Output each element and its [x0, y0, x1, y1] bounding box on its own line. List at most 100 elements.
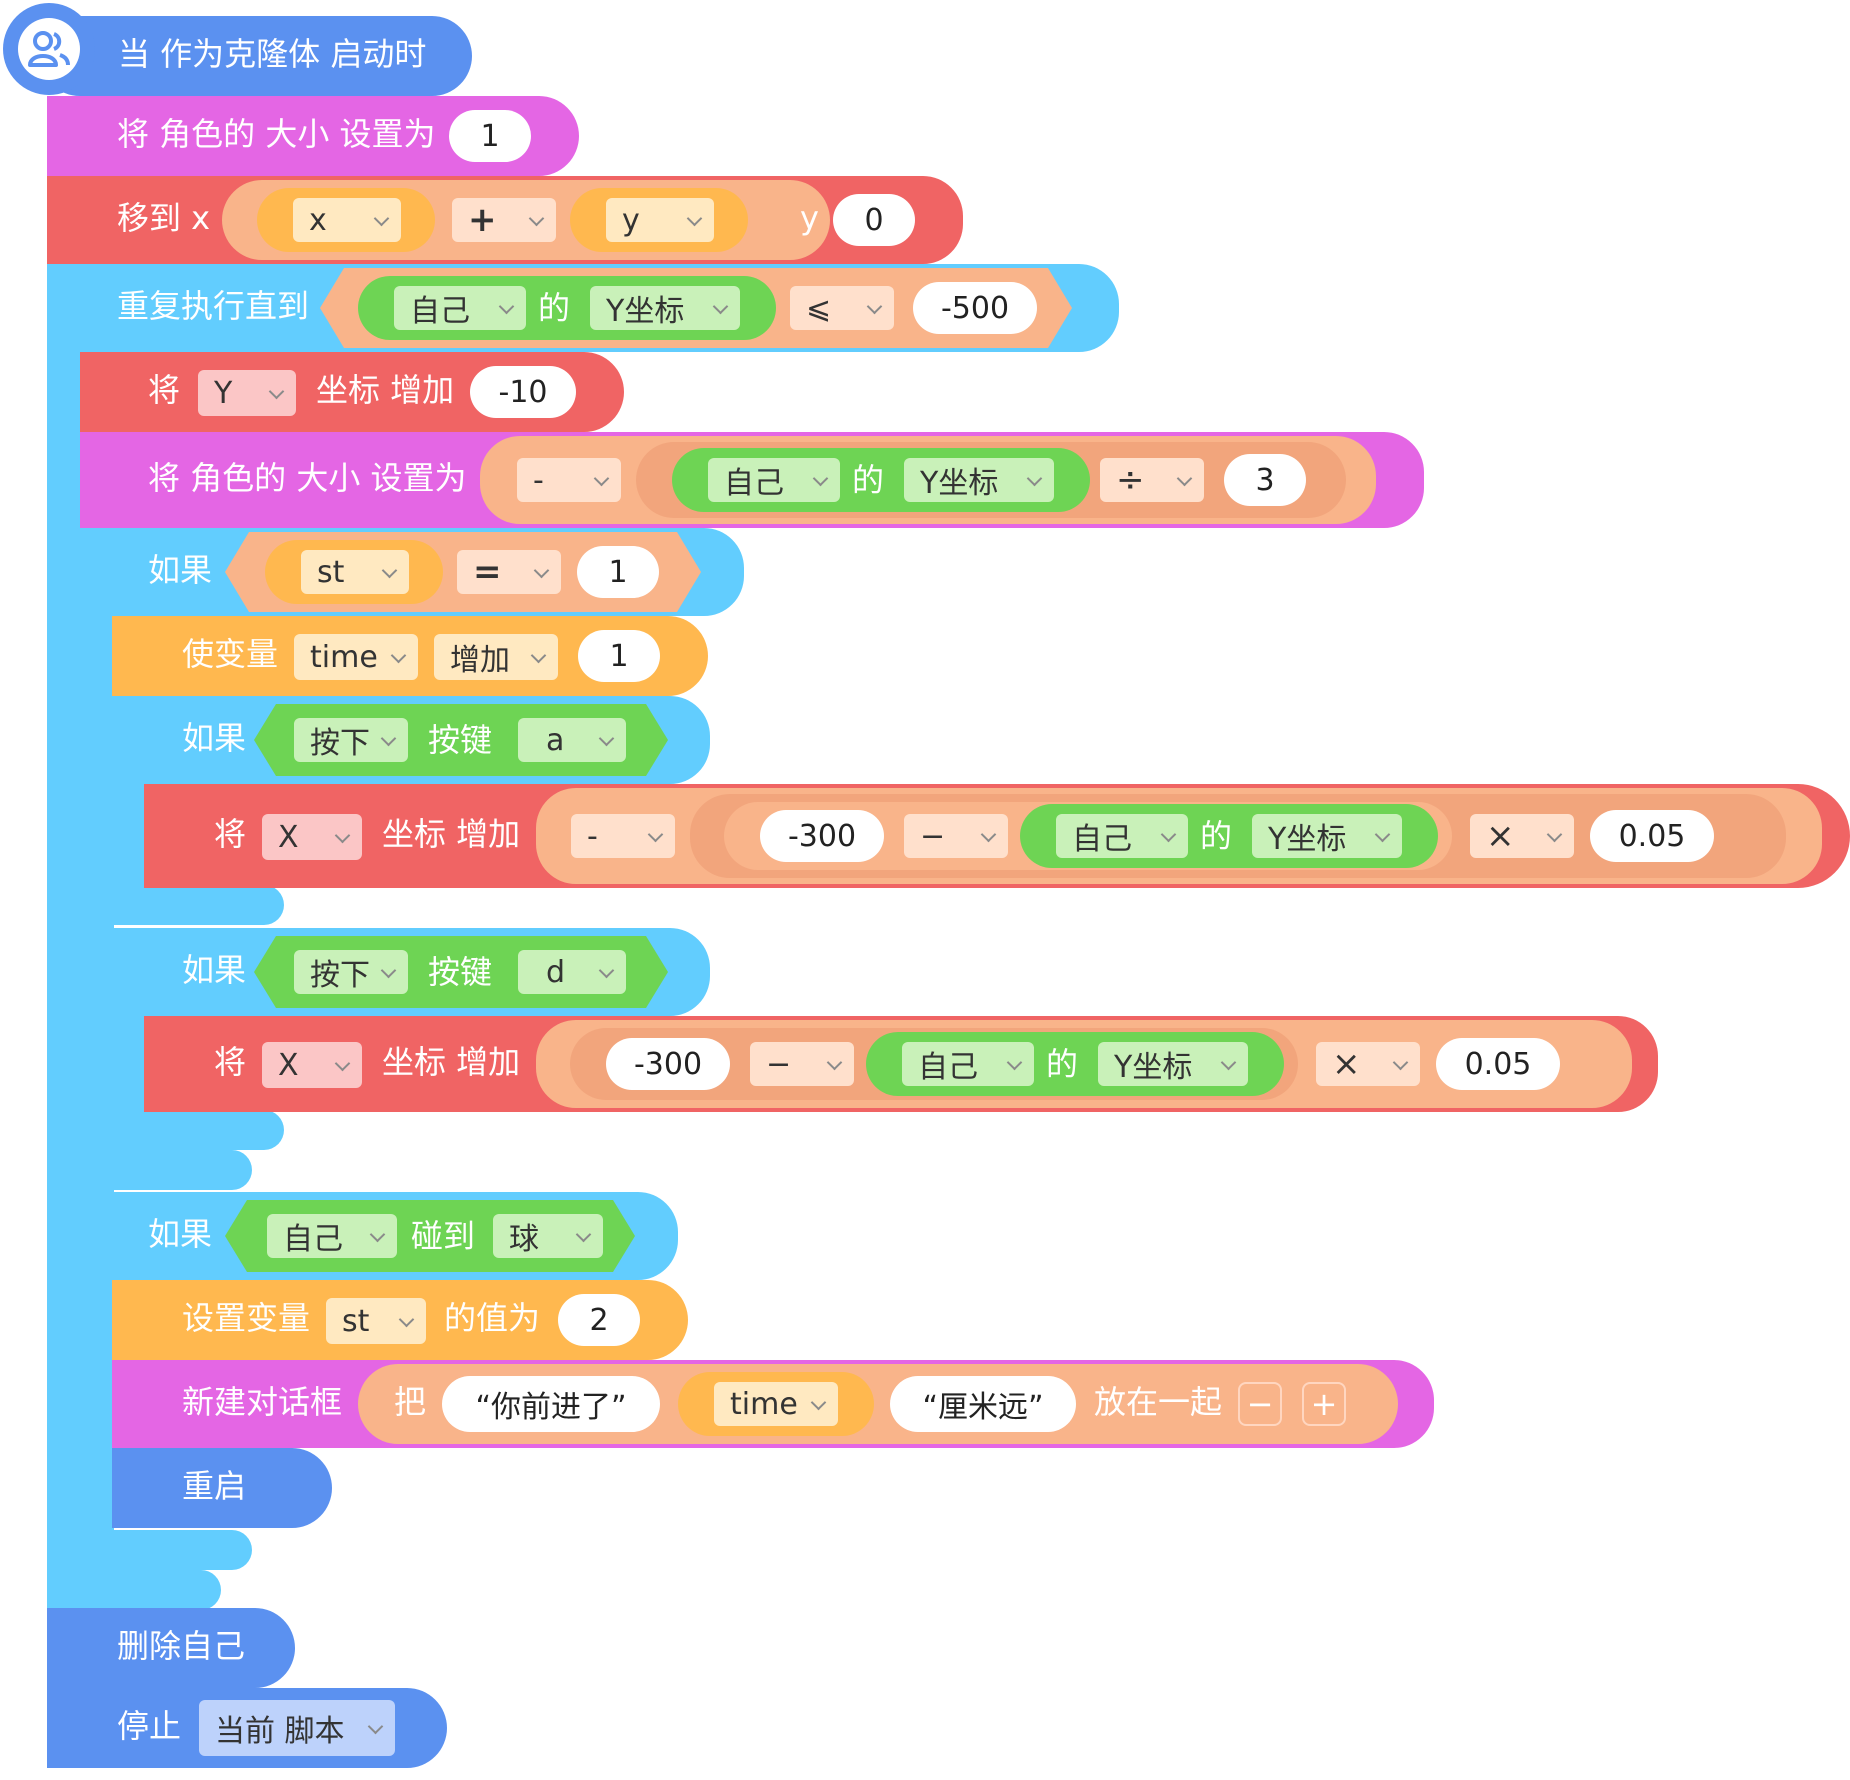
negate-operator[interactable]: - -300 − 自己 的 Y坐标 ×: [536, 788, 1822, 884]
multiply-dropdown[interactable]: ×: [1470, 814, 1574, 858]
sensing-reporter[interactable]: 自己 的 Y坐标: [672, 448, 1090, 512]
compare-operator[interactable]: 自己 的 Y坐标 ⩽ -500: [320, 268, 1072, 348]
sensing-reporter[interactable]: 自己 的 Y坐标: [358, 276, 776, 340]
x-variable-dropdown[interactable]: x: [293, 198, 401, 242]
stop-option-dropdown[interactable]: 当前 脚本: [199, 1700, 395, 1756]
multiply-dropdown[interactable]: ×: [1316, 1042, 1420, 1086]
change-mode-dropdown[interactable]: 增加: [434, 634, 558, 680]
dialog-block[interactable]: 新建对话框 把 “你前进了” time “厘米远” 放在一起 − +: [112, 1360, 1434, 1448]
y-value-input[interactable]: 0: [833, 194, 915, 246]
dialog-label: 新建对话框: [182, 1383, 343, 1421]
attribute-dropdown[interactable]: Y坐标: [1098, 1042, 1248, 1086]
move-to-block[interactable]: 移到 x x + y y 0: [47, 176, 963, 264]
restart-block[interactable]: 重启: [112, 1448, 332, 1528]
time-variable-reporter[interactable]: time: [678, 1372, 874, 1436]
negate-dropdown[interactable]: -: [571, 814, 675, 858]
clone-icon: [3, 3, 95, 95]
join-operator[interactable]: 把 “你前进了” time “厘米远” 放在一起 − +: [358, 1364, 1398, 1444]
object-dropdown[interactable]: 自己: [708, 458, 840, 502]
equals-operator[interactable]: st = 1: [225, 532, 701, 612]
add-item-button[interactable]: +: [1302, 1382, 1346, 1426]
st-variable-dropdown[interactable]: st: [326, 1298, 426, 1344]
multiply-operator[interactable]: -300 − 自己 的 Y坐标 × 0.05: [690, 794, 1786, 878]
repeat-until-block[interactable]: 重复执行直到 自己 的 Y坐标 ⩽ -500: [47, 264, 1119, 352]
set-size-block[interactable]: 将 角色的 大小 设置为 1: [47, 96, 579, 176]
divisor-input[interactable]: 3: [1224, 454, 1306, 506]
negate-operator[interactable]: - 自己 的 Y坐标 ÷ 3: [480, 436, 1376, 524]
subtract-operator[interactable]: -300 − 自己 的 Y坐标: [570, 1028, 1298, 1100]
st-variable-reporter[interactable]: st: [265, 540, 443, 604]
object-dropdown[interactable]: 自己: [267, 1214, 397, 1258]
factor-input[interactable]: 0.05: [1436, 1038, 1560, 1090]
time-variable-dropdown[interactable]: time: [294, 634, 418, 680]
change-y-label: 将: [148, 371, 181, 409]
change-time-value-input[interactable]: 1: [578, 630, 660, 682]
remove-item-button[interactable]: −: [1238, 1382, 1282, 1426]
set-size-label: 将 角色的 大小 设置为: [148, 459, 467, 497]
target-dropdown[interactable]: 球: [493, 1214, 603, 1258]
move-to-label: 移到 x: [117, 199, 211, 237]
join-end-label: 放在一起: [1094, 1383, 1223, 1421]
y-variable-dropdown[interactable]: y: [606, 198, 714, 242]
object-dropdown[interactable]: 自己: [1056, 814, 1188, 858]
change-x-label: 将: [214, 815, 247, 853]
subtract-dropdown[interactable]: −: [904, 814, 1008, 858]
touching-condition[interactable]: 自己 碰到 球: [225, 1200, 635, 1272]
axis-dropdown[interactable]: X: [262, 1042, 362, 1088]
change-x-block-d[interactable]: 将 X 坐标 增加 -300 − 自己 的 Y坐标 × 0.05: [144, 1016, 1658, 1112]
negate-dropdown[interactable]: -: [517, 458, 621, 502]
factor-input[interactable]: 0.05: [1590, 810, 1714, 862]
compare-dropdown[interactable]: ⩽: [790, 286, 894, 330]
if-st-foot: [80, 1150, 252, 1190]
key-a-dropdown[interactable]: a: [518, 718, 626, 762]
if-block-key-a[interactable]: 如果 按下 按键 a: [112, 696, 710, 784]
if-block-key-d[interactable]: 如果 按下 按键 d: [112, 928, 710, 1016]
key-label: 按键: [428, 953, 493, 991]
object-dropdown[interactable]: 自己: [902, 1042, 1034, 1086]
if-block-touching[interactable]: 如果 自己 碰到 球: [80, 1192, 678, 1280]
sensing-reporter[interactable]: 自己 的 Y坐标: [1020, 804, 1438, 868]
size-value-input[interactable]: 1: [449, 110, 531, 162]
attribute-dropdown[interactable]: Y坐标: [590, 286, 740, 330]
st-variable-dropdown[interactable]: st: [301, 550, 409, 594]
base-value-input[interactable]: -300: [606, 1038, 730, 1090]
add-operator[interactable]: x + y: [222, 180, 830, 260]
change-x-block-a[interactable]: 将 X 坐标 增加 - -300 − 自己 的 Y坐标: [144, 784, 1850, 888]
x-variable-reporter[interactable]: x: [257, 188, 435, 252]
key-pressed-condition[interactable]: 按下 按键 d: [254, 936, 668, 1008]
string-input-1[interactable]: “你前进了”: [442, 1376, 660, 1432]
equals-dropdown[interactable]: =: [457, 550, 561, 594]
time-variable-dropdown[interactable]: time: [714, 1382, 838, 1426]
st-compare-input[interactable]: 1: [577, 546, 659, 598]
base-value-input[interactable]: -300: [760, 810, 884, 862]
set-variable-block[interactable]: 设置变量 st 的值为 2: [112, 1280, 688, 1360]
press-state-dropdown[interactable]: 按下: [294, 950, 408, 994]
limit-value-input[interactable]: -500: [913, 282, 1037, 334]
axis-dropdown[interactable]: X: [262, 814, 362, 860]
change-y-block[interactable]: 将 Y 坐标 增加 -10: [80, 352, 624, 432]
multiply-operator[interactable]: -300 − 自己 的 Y坐标 × 0.05: [536, 1020, 1632, 1108]
y-variable-reporter[interactable]: y: [570, 188, 748, 252]
divide-dropdown[interactable]: ÷: [1100, 458, 1204, 502]
key-pressed-condition[interactable]: 按下 按键 a: [254, 704, 668, 776]
set-st-value-input[interactable]: 2: [558, 1294, 640, 1346]
hat-block-when-clone-starts[interactable]: 当 作为克隆体 启动时: [40, 16, 472, 96]
set-size-expression-block[interactable]: 将 角色的 大小 设置为 - 自己 的 Y坐标 ÷ 3: [80, 432, 1424, 528]
subtract-dropdown[interactable]: −: [750, 1042, 854, 1086]
object-dropdown[interactable]: 自己: [394, 286, 526, 330]
attribute-dropdown[interactable]: Y坐标: [904, 458, 1054, 502]
stop-block[interactable]: 停止 当前 脚本: [47, 1688, 447, 1768]
key-d-dropdown[interactable]: d: [518, 950, 626, 994]
delete-clone-block[interactable]: 删除自己: [47, 1608, 295, 1688]
string-input-2[interactable]: “厘米远”: [890, 1376, 1076, 1432]
change-variable-block[interactable]: 使变量 time 增加 1: [112, 616, 708, 696]
if-block-st[interactable]: 如果 st = 1: [80, 528, 744, 616]
operator-dropdown[interactable]: +: [452, 198, 556, 242]
attribute-dropdown[interactable]: Y坐标: [1252, 814, 1402, 858]
axis-dropdown[interactable]: Y: [198, 370, 296, 416]
sensing-reporter[interactable]: 自己 的 Y坐标: [866, 1032, 1284, 1096]
subtract-operator[interactable]: -300 − 自己 的 Y坐标: [724, 802, 1452, 870]
divide-operator[interactable]: 自己 的 Y坐标 ÷ 3: [636, 442, 1346, 518]
change-y-value-input[interactable]: -10: [470, 366, 576, 418]
press-state-dropdown[interactable]: 按下: [294, 718, 408, 762]
